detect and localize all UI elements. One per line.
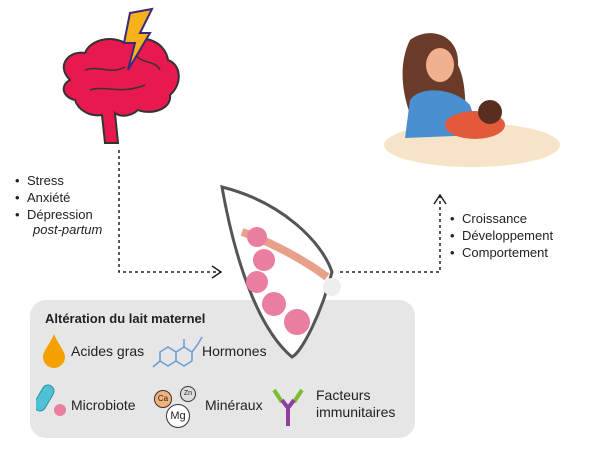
panel-title: Altération du lait maternel — [45, 311, 206, 326]
arrow-brain-to-breast — [118, 150, 220, 273]
mineral-mg: Mg — [166, 404, 190, 428]
mineral-zn: Zn — [180, 386, 196, 402]
bacteria-icon — [36, 384, 66, 416]
mineral-ca: Ca — [154, 390, 172, 408]
list-item: Stress — [15, 172, 93, 189]
antibody-icon — [272, 388, 304, 426]
item-immune-factors: Facteurs immunitaires — [316, 387, 396, 420]
breastfeeding-mother-illustration — [384, 33, 560, 167]
list-item: Dépression — [15, 206, 93, 223]
child-outcomes-list: Croissance Développement Comportement — [450, 210, 553, 261]
item-minerals: Minéraux — [205, 397, 263, 413]
steroid-molecule-icon — [152, 336, 203, 368]
item-fatty-acids: Acides gras — [71, 343, 145, 359]
item-microbiota: Microbiote — [71, 397, 136, 413]
milk-alteration-panel — [30, 300, 415, 438]
drop-icon — [43, 334, 65, 368]
list-item: Développement — [450, 227, 553, 244]
stress-factors-list: Stress Anxiété Dépression — [15, 172, 93, 223]
stressed-brain-icon — [62, 7, 180, 144]
list-item: Comportement — [450, 244, 553, 261]
item-hormones: Hormones — [202, 343, 267, 359]
list-item: Anxiété — [15, 189, 93, 206]
minerals-icon: Ca Zn Mg — [152, 386, 208, 428]
mammary-gland-illustration — [220, 184, 341, 359]
arrow-breast-to-child — [340, 196, 441, 273]
list-item: Croissance — [450, 210, 553, 227]
post-partum-note: post-partum — [33, 222, 103, 237]
